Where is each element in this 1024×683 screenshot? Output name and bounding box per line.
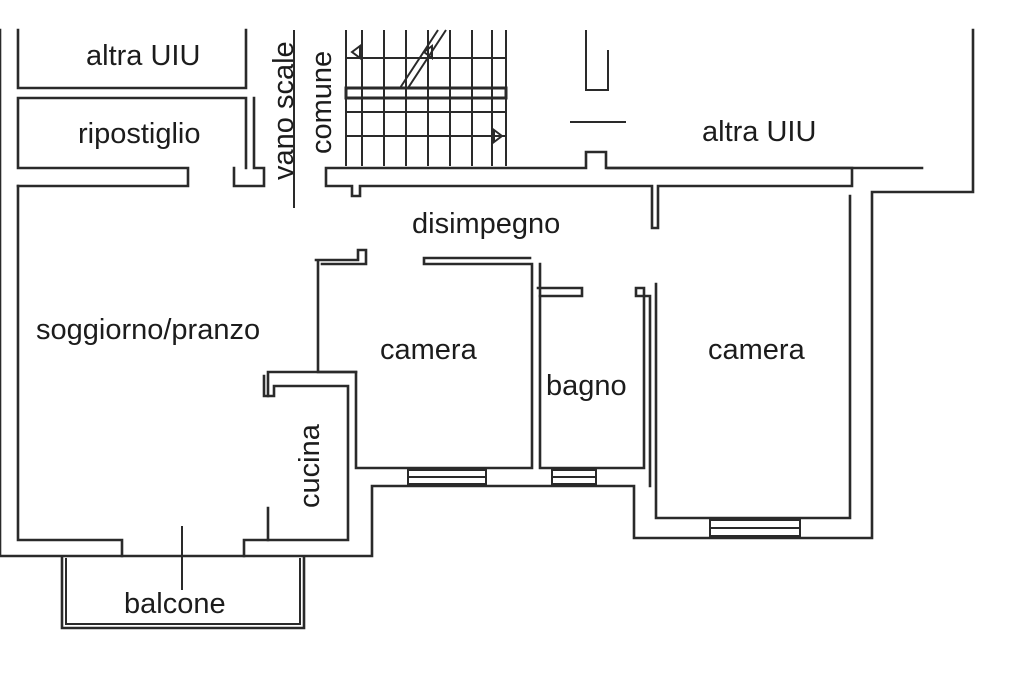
bagno-walls xyxy=(538,262,652,488)
altra-uiu-box xyxy=(16,28,248,90)
ripostiglio-door-stub xyxy=(232,96,266,188)
label-altra-uiu-right: altra UIU xyxy=(702,116,817,148)
label-comune: comune xyxy=(306,50,338,154)
living-inner-wall xyxy=(16,184,124,558)
camera-center-door xyxy=(314,248,368,266)
label-ripostiglio: ripostiglio xyxy=(78,118,201,150)
corridor-top-wall xyxy=(324,150,854,230)
bagno-window xyxy=(551,469,597,485)
balcone-outline xyxy=(60,556,306,630)
label-altra-uiu-top: altra UIU xyxy=(86,40,201,72)
label-cucina: cucina xyxy=(294,424,326,508)
label-camera-center: camera xyxy=(380,334,477,366)
camera-right-window xyxy=(709,519,801,537)
label-balcone: balcone xyxy=(124,588,226,620)
outer-wall-left xyxy=(0,28,975,558)
label-vano-scale: vano scale xyxy=(268,41,300,180)
ripostiglio-box xyxy=(16,96,248,188)
bagno-door xyxy=(536,286,584,298)
label-camera-right: camera xyxy=(708,334,805,366)
cucina-walls xyxy=(262,374,350,542)
label-bagno: bagno xyxy=(546,370,627,402)
camera-right-walls xyxy=(654,194,852,520)
label-soggiorno-pranzo: soggiorno/pranzo xyxy=(36,314,261,346)
camera-center-window xyxy=(407,469,487,485)
label-disimpegno: disimpegno xyxy=(412,208,561,240)
balcone-inner xyxy=(65,558,301,625)
upper-right-lines xyxy=(570,30,626,123)
balcony-door-right xyxy=(242,506,270,558)
staircase xyxy=(344,29,508,166)
cucina-wall-outer xyxy=(266,370,358,398)
